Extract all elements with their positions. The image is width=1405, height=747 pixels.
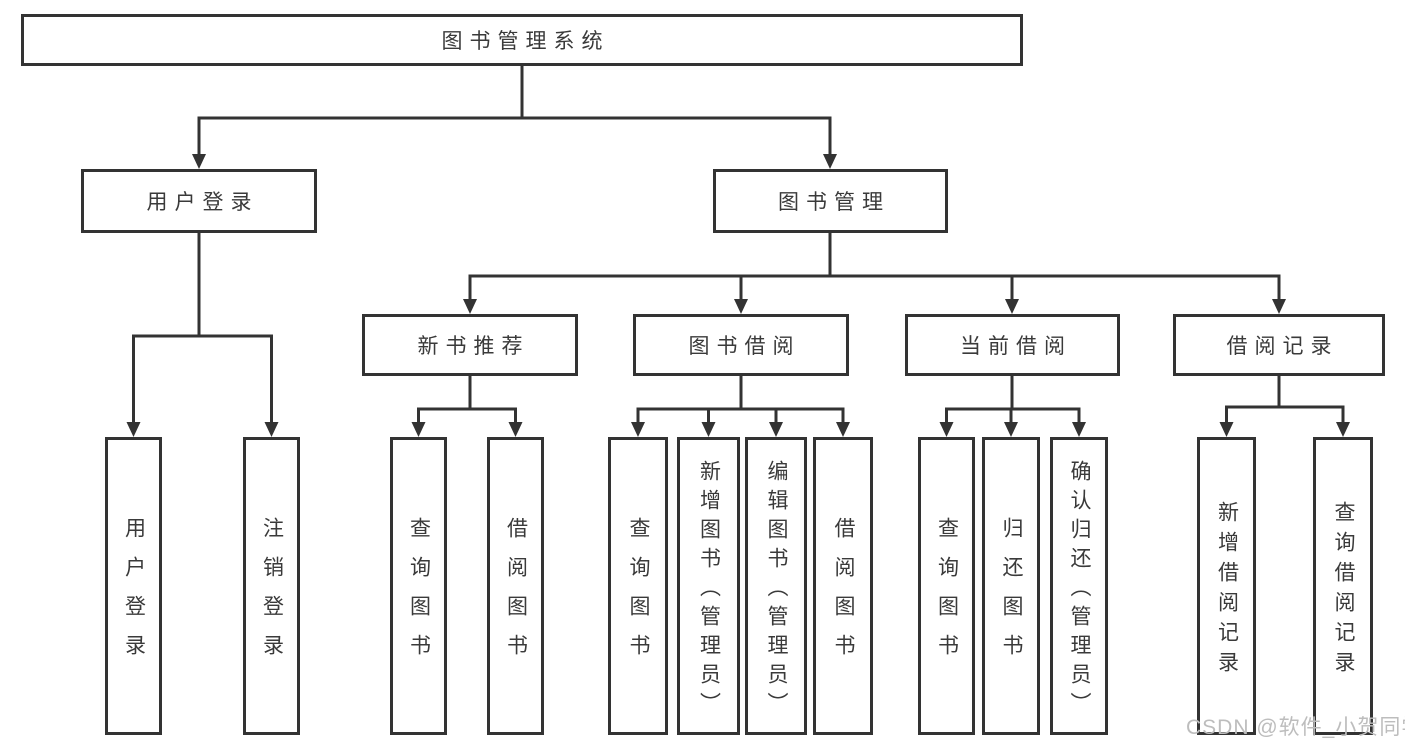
connector-arrows: [126, 154, 1350, 437]
node-label: 图书管理: [778, 191, 890, 214]
leaf-label: 借阅图书: [504, 517, 528, 673]
node-label: 新书推荐: [417, 335, 530, 358]
leaf-label: 查询图书: [627, 517, 650, 673]
node-borrowing-records: 借阅记录: [1173, 314, 1385, 376]
leaf-label: 新增图书（管理员）: [697, 459, 721, 721]
leaf-add-book-admin: 新增图书（管理员）: [677, 437, 740, 735]
leaf-query-books-current: 查询图书: [918, 437, 975, 735]
leaf-label: 确认归还（管理员）: [1068, 459, 1091, 721]
leaf-label: 查询借阅记录: [1332, 500, 1355, 681]
node-label: 图书管理系统: [441, 30, 610, 53]
connector-lines: [132, 66, 1345, 424]
node-user-login: 用户登录: [81, 169, 317, 233]
leaf-query-books-borrowing: 查询图书: [608, 437, 668, 735]
leaf-query-books-recommend: 查询图书: [390, 437, 447, 735]
node-label: 图书借阅: [688, 335, 801, 358]
csdn-watermark: CSDN @软件_小贺同学: [1186, 716, 1405, 739]
leaf-return-books: 归还图书: [982, 437, 1040, 735]
leaf-label: 借阅图书: [832, 517, 855, 673]
leaf-add-borrow-record: 新增借阅记录: [1197, 437, 1256, 735]
leaf-borrow-books-recommend: 借阅图书: [487, 437, 544, 735]
leaf-confirm-return-admin: 确认归还（管理员）: [1050, 437, 1108, 735]
node-label: 借阅记录: [1226, 335, 1339, 358]
node-current-borrowing: 当前借阅: [905, 314, 1120, 376]
node-library-management-system: 图书管理系统: [21, 14, 1023, 66]
node-book-management: 图书管理: [713, 169, 948, 233]
leaf-logout: 注销登录: [243, 437, 300, 735]
leaf-edit-book-admin: 编辑图书（管理员）: [745, 437, 807, 735]
leaf-user-login: 用户登录: [105, 437, 162, 735]
leaf-borrow-books-borrowing: 借阅图书: [813, 437, 873, 735]
leaf-label: 查询图书: [407, 517, 431, 673]
node-book-borrowing: 图书借阅: [633, 314, 849, 376]
leaf-query-borrow-record: 查询借阅记录: [1313, 437, 1373, 735]
node-label: 当前借阅: [960, 335, 1072, 358]
leaf-label: 用户登录: [122, 517, 146, 673]
leaf-label: 注销登录: [260, 517, 284, 673]
leaf-label: 新增借阅记录: [1215, 500, 1239, 681]
node-new-book-recommend: 新书推荐: [362, 314, 578, 376]
leaf-label: 编辑图书（管理员）: [765, 459, 788, 721]
leaf-label: 归还图书: [1000, 517, 1023, 673]
node-label: 用户登录: [146, 191, 259, 214]
leaf-label: 查询图书: [935, 517, 959, 673]
